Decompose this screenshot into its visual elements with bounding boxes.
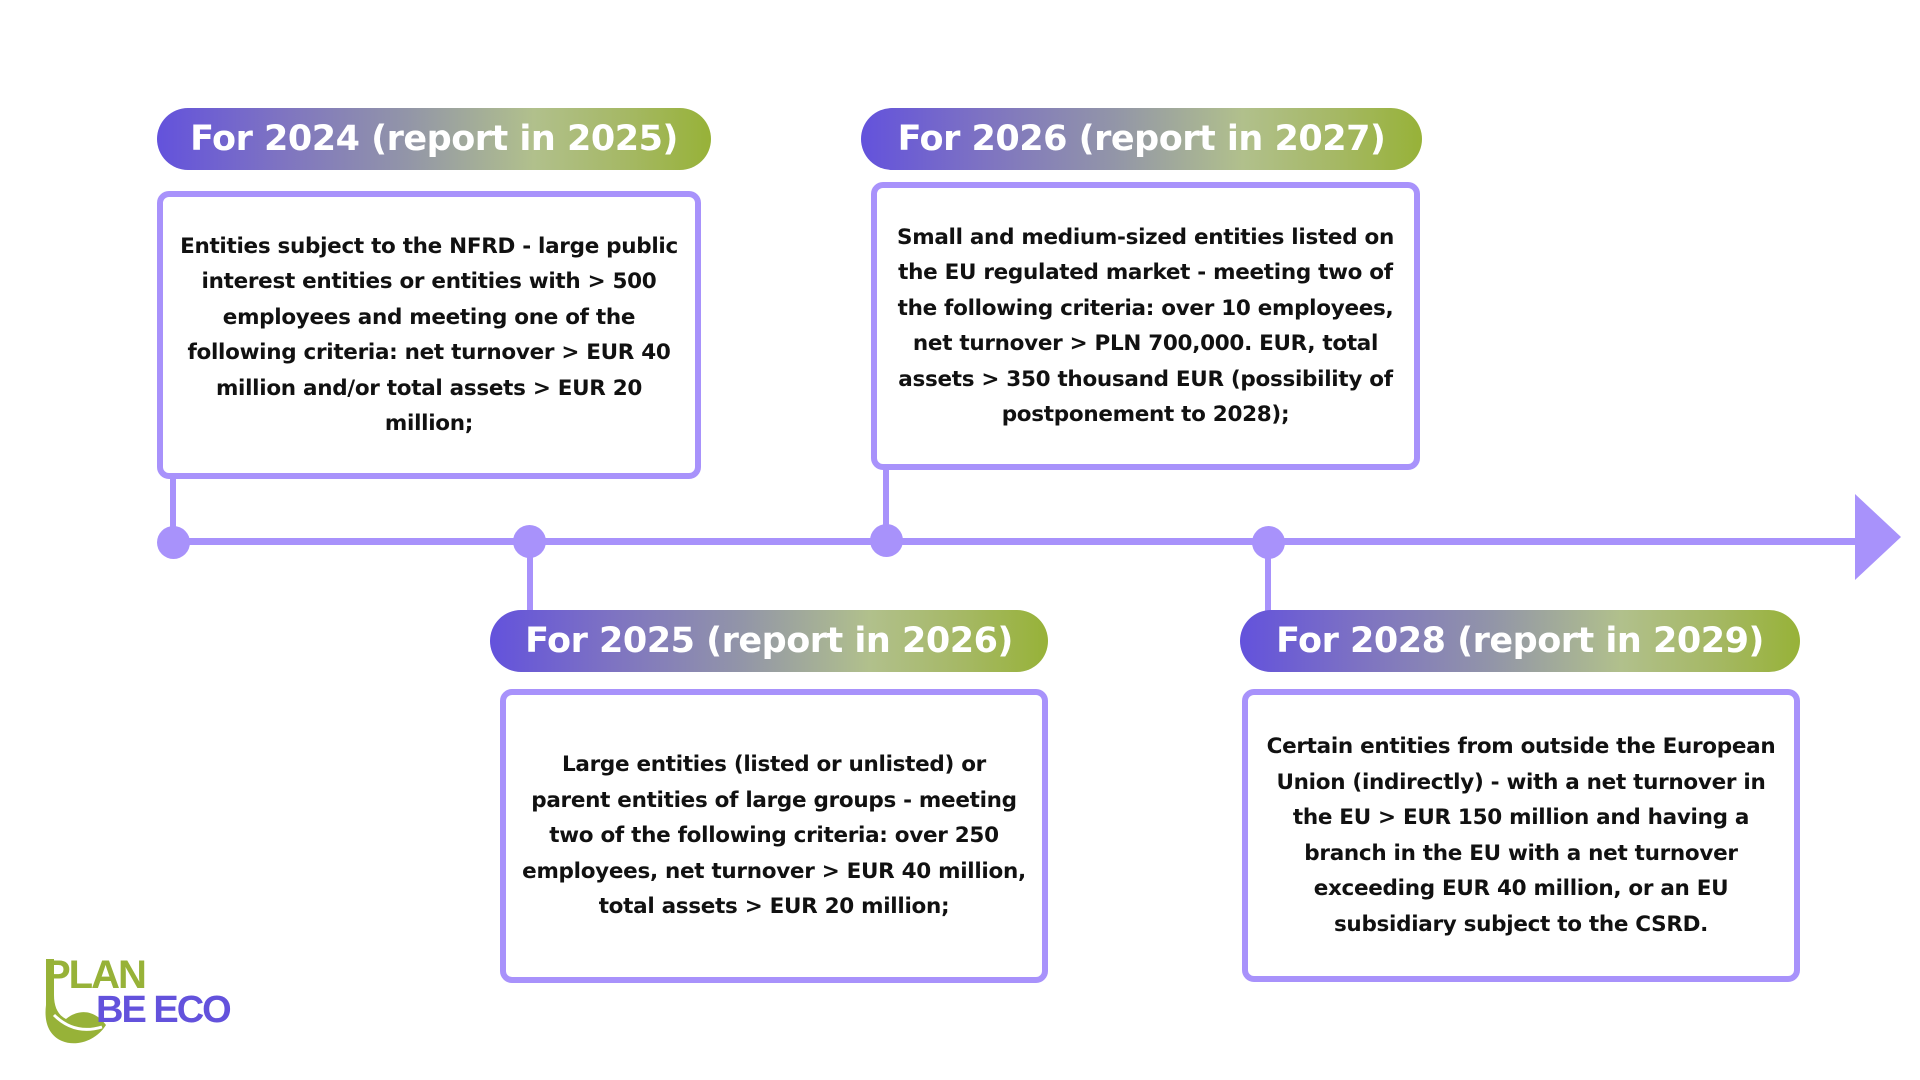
connector-2028 [1265,541,1271,613]
milestone-label: For 2024 (report in 2025) [190,119,678,159]
logo-text-plan: PLAN [44,953,147,997]
milestone-box-2024: Entities subject to the NFRD - large pub… [157,191,701,479]
milestone-pill-2026: For 2026 (report in 2027) [861,108,1422,170]
arrow-right-icon [1855,494,1901,580]
plan-be-eco-logo: PLAN BE ECO [40,955,240,1050]
connector-2026 [883,468,889,542]
milestone-box-2025: Large entities (listed or unlisted) or p… [500,689,1048,983]
logo-text-be-eco: BE ECO [96,989,232,1031]
leaf-icon [45,959,106,1044]
milestone-description: Certain entities from outside the Europe… [1266,734,1776,937]
milestone-description: Entities subject to the NFRD - large pub… [180,233,678,437]
milestone-description: Large entities (listed or unlisted) or p… [522,752,1026,920]
milestone-box-2026: Small and medium-sized entities listed o… [871,182,1420,470]
timeline-dot-2024 [157,526,190,559]
connector-2025 [527,541,533,613]
milestone-pill-2025: For 2025 (report in 2026) [490,610,1048,672]
milestone-description: Small and medium-sized entities listed o… [897,224,1394,428]
connector-2024 [170,476,176,542]
timeline-dot-2026 [870,524,903,557]
milestone-label: For 2025 (report in 2026) [525,621,1013,661]
milestone-pill-2028: For 2028 (report in 2029) [1240,610,1800,672]
milestone-label: For 2026 (report in 2027) [897,119,1386,159]
milestone-pill-2024: For 2024 (report in 2025) [157,108,711,170]
timeline-axis [173,538,1863,545]
milestone-label: For 2028 (report in 2029) [1276,621,1764,661]
milestone-box-2028: Certain entities from outside the Europe… [1242,689,1800,982]
timeline-dot-2028 [1252,526,1285,559]
timeline-dot-2025 [513,525,546,558]
